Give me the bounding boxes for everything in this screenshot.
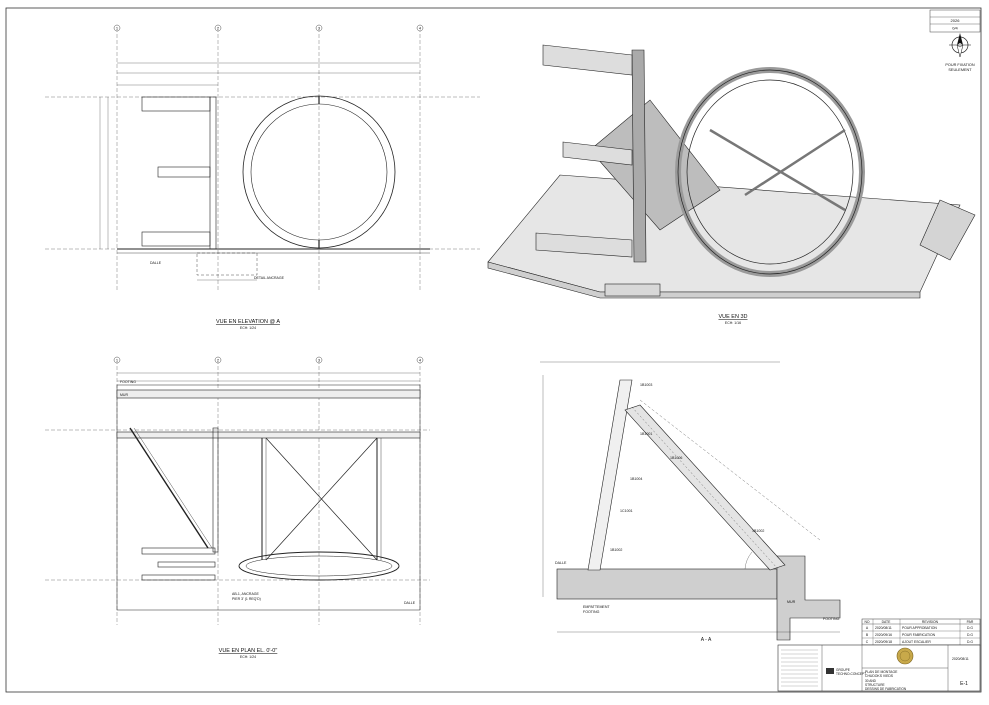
plan-scale: ECH: 1/24 bbox=[240, 655, 256, 659]
rev-row-2-par: D.G bbox=[967, 633, 973, 637]
rev-h-par: PAR bbox=[967, 620, 974, 624]
rev-row-1-no: A bbox=[866, 626, 869, 630]
rev-row-1-rev: POUR APPROBATION bbox=[902, 626, 937, 630]
rev-h-date: DATE bbox=[882, 620, 892, 624]
rev-row-3-date: 2020/09/18 bbox=[875, 640, 892, 644]
company-seal-icon bbox=[896, 647, 914, 665]
grid-2: 2 bbox=[217, 26, 220, 31]
drawing-subtitle: CHUDOKS VIEDS bbox=[865, 674, 894, 678]
rev-row-2-no: B bbox=[866, 633, 869, 637]
grid-1: 1 bbox=[116, 26, 119, 31]
section-mur-label: MUR bbox=[787, 600, 796, 604]
section-empattement-label-2: FOOTING bbox=[583, 610, 600, 614]
three-d-scale: ECH: 1/16 bbox=[725, 321, 741, 325]
purpose-label: DESSINS DE FABRICATION bbox=[865, 687, 907, 691]
plan-grid-1: 1 bbox=[116, 358, 119, 363]
member-label-6: 1B1002 bbox=[752, 529, 764, 533]
company-logo-icon bbox=[826, 668, 834, 674]
elevation-title: VUE EN ELEVATION @ A bbox=[216, 319, 280, 325]
rev-h-no: NO bbox=[864, 620, 869, 624]
title-block-date: 2020/08/11 bbox=[952, 657, 969, 661]
elevation-view bbox=[45, 28, 480, 290]
sheet-number: E-1 bbox=[960, 681, 968, 687]
elevation-grid-bubbles: 1 2 3 4 bbox=[113, 24, 424, 32]
member-label-1: 1B1003 bbox=[640, 383, 652, 387]
sheet-border bbox=[5, 7, 982, 693]
company-name: GROUPE bbox=[836, 668, 850, 672]
plan-grid-3: 3 bbox=[318, 358, 321, 363]
title-block: GROUPE TECHNO-CONCEPT PLAN DE MONTAGE CH… bbox=[777, 644, 981, 692]
plan-grid-2: 2 bbox=[217, 358, 220, 363]
section-empattement-label: EMPATTEMENT bbox=[583, 605, 610, 609]
section-labels: 1B1003 1B1001 1B1006 1B1004 1C1001 1B100… bbox=[555, 383, 840, 621]
revision-table: NO DATE REVISION PAR A 2020/08/11 POUR A… bbox=[861, 618, 981, 646]
rev-row-3-rev: AJOUT ESCALIER bbox=[902, 640, 931, 644]
project-number: 30 AND bbox=[865, 679, 877, 683]
member-label-3: 1B1006 bbox=[670, 456, 682, 460]
plan-anchor-label-2: PIER 3' (1 REQ'D) bbox=[232, 597, 261, 601]
plan-dalle-label: DALLE bbox=[404, 601, 416, 605]
rev-row-3-par: D.G bbox=[967, 640, 973, 644]
drawing-title: PLAN DE MONTAGE bbox=[865, 670, 898, 674]
member-label-4: 1B1004 bbox=[630, 477, 642, 481]
member-label-7: 1B1002 bbox=[610, 548, 622, 552]
plan-title: VUE EN PLAN EL. 0'-0" bbox=[219, 648, 278, 654]
member-label-5: 1C1001 bbox=[620, 509, 633, 513]
elevation-scale: ECH: 1/24 bbox=[240, 326, 256, 330]
rev-row-1-date: 2020/08/11 bbox=[875, 626, 892, 630]
grid-4: 4 bbox=[419, 26, 422, 31]
elev-anchor-label: DETAIL ANCRAGE bbox=[254, 276, 285, 280]
rev-row-1-par: D.G bbox=[967, 626, 973, 630]
plan-grid-4: 4 bbox=[419, 358, 422, 363]
member-label-2: 1B1001 bbox=[640, 432, 652, 436]
rev-row-2-rev: POUR FABRICATION bbox=[902, 633, 936, 637]
section-dalle-label: DALLE bbox=[555, 561, 567, 565]
plan-footing-label: FOOTING bbox=[120, 380, 136, 384]
three-d-title: VUE EN 3D bbox=[718, 314, 747, 320]
company-name-2: TECHNO-CONCEPT bbox=[836, 672, 866, 676]
section-footing-label: FOOTING bbox=[823, 617, 840, 621]
elev-dalle-label: DALLE bbox=[150, 261, 162, 265]
north-arrow-icon bbox=[949, 33, 971, 58]
rev-row-3-no: C bbox=[866, 640, 869, 644]
grid-3: 3 bbox=[318, 26, 321, 31]
plan-mur-label: MUR bbox=[120, 393, 128, 397]
plan-grid-bubbles: 1 2 3 4 bbox=[113, 356, 424, 364]
plan-anchor-label: AB-1, ANCRAGE bbox=[232, 592, 260, 596]
top-right-stamp: 2026 0/4 bbox=[929, 9, 981, 33]
stamp-line2: 0/4 bbox=[952, 26, 958, 31]
section-view bbox=[540, 361, 841, 641]
north-label-1: POUR FIXATION bbox=[945, 63, 975, 67]
stamp-line1: 2026 bbox=[951, 18, 961, 23]
north-label-2: SEULEMENT bbox=[948, 68, 972, 72]
rev-row-2-date: 2020/09/16 bbox=[875, 633, 892, 637]
section-title: A - A bbox=[701, 637, 712, 643]
rev-h-rev: REVISION bbox=[922, 620, 939, 624]
structure-label: STRUCTURE bbox=[865, 683, 885, 687]
plan-view bbox=[45, 360, 430, 625]
three-d-view bbox=[487, 44, 976, 299]
